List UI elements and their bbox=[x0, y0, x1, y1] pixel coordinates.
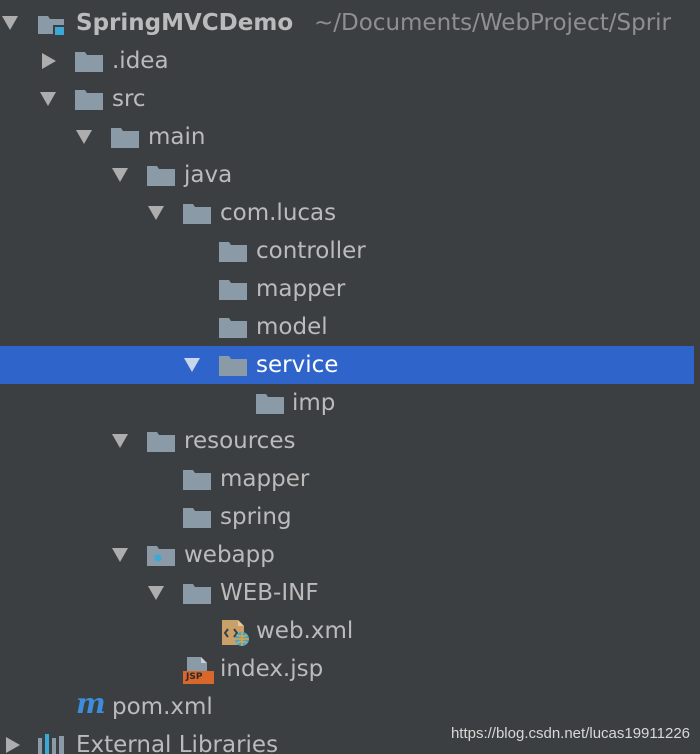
folder-icon bbox=[75, 90, 103, 110]
folder-icon bbox=[183, 204, 211, 224]
tree-row-src[interactable]: src bbox=[0, 80, 694, 118]
expand-arrow-icon[interactable] bbox=[148, 206, 164, 220]
folder-icon bbox=[75, 52, 103, 72]
tree-item-label: spring bbox=[220, 504, 292, 530]
expand-arrow-icon[interactable] bbox=[148, 586, 164, 600]
tree-item-label: WEB-INF bbox=[220, 580, 319, 606]
tree-row-project[interactable]: SpringMVCDemo ~/Documents/WebProject/Spr… bbox=[0, 4, 694, 42]
web-folder-icon bbox=[147, 546, 175, 566]
tree-item-label: controller bbox=[256, 238, 366, 264]
project-path: ~/Documents/WebProject/Sprir bbox=[314, 10, 671, 36]
tree-row-java[interactable]: java bbox=[0, 156, 694, 194]
tree-item-label: pom.xml bbox=[112, 694, 213, 720]
expand-arrow-icon[interactable] bbox=[2, 16, 18, 30]
tree-row-webapp[interactable]: webapp bbox=[0, 536, 694, 574]
tree-item-label: model bbox=[256, 314, 328, 340]
scrollbar-track[interactable] bbox=[694, 0, 700, 754]
tree-item-label: main bbox=[148, 124, 206, 150]
tree-item-label: webapp bbox=[184, 542, 275, 568]
tree-item-label: .idea bbox=[112, 48, 169, 74]
tree-row-idea[interactable]: .idea bbox=[0, 42, 694, 80]
tree-row-service[interactable]: service bbox=[0, 346, 694, 384]
project-name: SpringMVCDemo bbox=[76, 10, 294, 36]
tree-item-label: resources bbox=[184, 428, 296, 454]
tree-row-pom[interactable]: m pom.xml bbox=[0, 688, 694, 726]
collapse-arrow-icon[interactable] bbox=[6, 737, 20, 753]
tree-item-label: imp bbox=[292, 390, 336, 416]
tree-item-label: src bbox=[112, 86, 146, 112]
folder-icon bbox=[183, 470, 211, 490]
tree-item-label: External Libraries bbox=[76, 732, 279, 754]
tree-row-resources-mapper[interactable]: mapper bbox=[0, 460, 694, 498]
tree-row-webinf[interactable]: WEB-INF bbox=[0, 574, 694, 612]
xml-web-file-icon bbox=[220, 619, 250, 646]
tree-row-model[interactable]: model bbox=[0, 308, 694, 346]
tree-row-package[interactable]: com.lucas bbox=[0, 194, 694, 232]
tree-item-label: java bbox=[184, 162, 233, 188]
tree-row-indexjsp[interactable]: JSP index.jsp bbox=[0, 650, 694, 688]
tree-item-label: service bbox=[256, 352, 339, 378]
tree-item-label: mapper bbox=[220, 466, 310, 492]
folder-icon bbox=[219, 318, 247, 338]
folder-icon bbox=[256, 394, 284, 414]
expand-arrow-icon[interactable] bbox=[112, 548, 128, 562]
tree-item-label: mapper bbox=[256, 276, 346, 302]
tree-row-resources[interactable]: resources bbox=[0, 422, 694, 460]
maven-icon: m bbox=[76, 687, 106, 720]
collapse-arrow-icon[interactable] bbox=[42, 53, 56, 69]
tree-row-controller[interactable]: controller bbox=[0, 232, 694, 270]
tree-item-label: index.jsp bbox=[220, 656, 324, 682]
library-icon bbox=[38, 734, 66, 754]
expand-arrow-icon[interactable] bbox=[76, 130, 92, 144]
expand-arrow-icon[interactable] bbox=[112, 168, 128, 182]
expand-arrow-icon[interactable] bbox=[112, 434, 128, 448]
expand-arrow-icon[interactable] bbox=[184, 358, 200, 372]
expand-arrow-icon[interactable] bbox=[40, 92, 56, 106]
watermark: https://blog.csdn.net/lucas19911226 bbox=[450, 725, 690, 742]
folder-icon bbox=[219, 280, 247, 300]
folder-icon bbox=[219, 356, 247, 376]
folder-icon bbox=[183, 584, 211, 604]
tree-row-imp[interactable]: imp bbox=[0, 384, 694, 422]
tree-row-external-libraries[interactable]: External Libraries bbox=[0, 726, 694, 754]
module-folder-icon bbox=[38, 14, 66, 36]
tree-row-webxml[interactable]: web.xml bbox=[0, 612, 694, 650]
tree-item-label: web.xml bbox=[256, 618, 354, 644]
jsp-file-icon: JSP bbox=[183, 657, 214, 684]
tree-row-mapper[interactable]: mapper bbox=[0, 270, 694, 308]
folder-icon bbox=[147, 432, 175, 452]
tree-row-main[interactable]: main bbox=[0, 118, 694, 156]
tree-row-spring[interactable]: spring bbox=[0, 498, 694, 536]
jsp-badge-text: JSP bbox=[186, 672, 203, 682]
folder-icon bbox=[147, 166, 175, 186]
tree-item-label: com.lucas bbox=[220, 200, 337, 226]
folder-icon bbox=[111, 128, 139, 148]
folder-icon bbox=[219, 242, 247, 262]
folder-icon bbox=[183, 508, 211, 528]
